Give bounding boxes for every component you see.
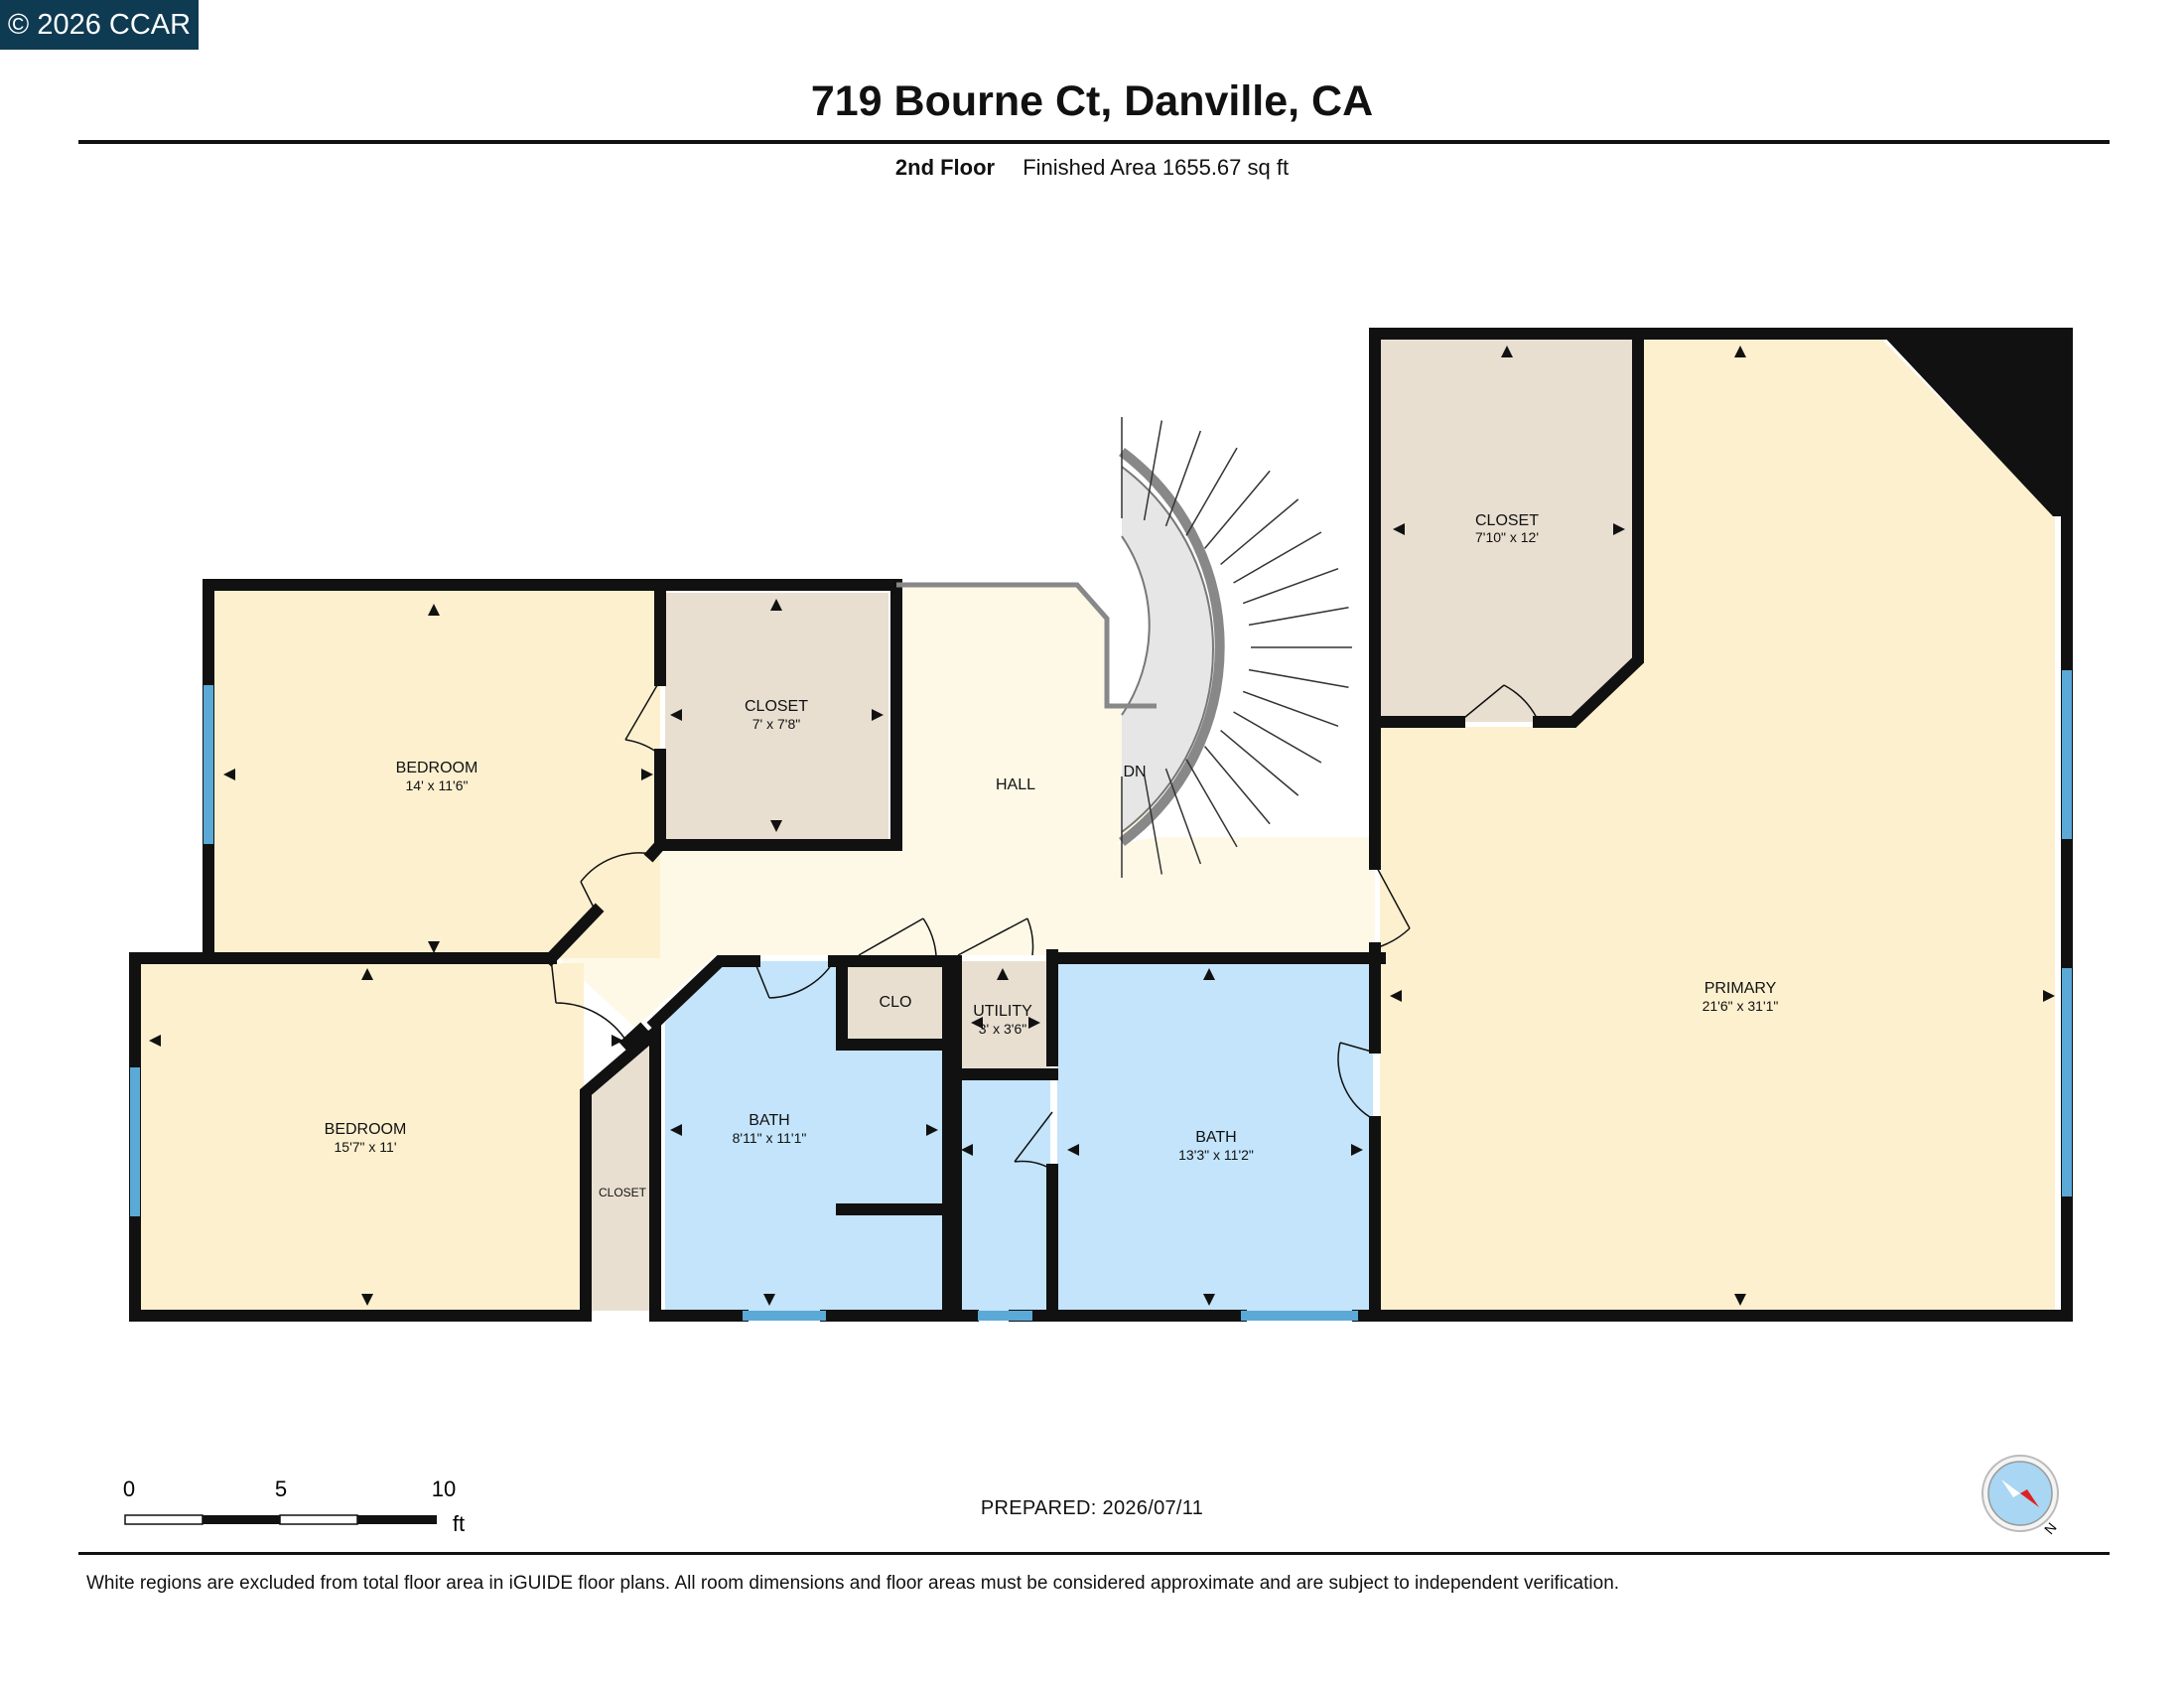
closet-primary-dims: 7'10" x 12': [1475, 529, 1539, 545]
page-title: 719 Bourne Ct, Danville, CA: [810, 77, 1374, 125]
dimension-arrows: [149, 346, 2055, 1306]
disclaimer: White regions are excluded from total fl…: [86, 1573, 1620, 1594]
windows: [130, 670, 2072, 1321]
closet-primary-floor: [1380, 339, 1633, 722]
closet-small-name: CLOSET: [599, 1186, 647, 1199]
clo-name: CLO: [880, 994, 912, 1011]
spiral-stairs: [1119, 417, 1352, 878]
stair-tread: [1164, 430, 1202, 527]
stair-tread: [1220, 498, 1299, 566]
hall-floor: [556, 585, 1375, 1028]
floor-name: 2nd Floor: [894, 155, 996, 180]
stair-tread: [1242, 690, 1339, 728]
primary-name: PRIMARY: [1705, 980, 1777, 997]
closet-primary-name: CLOSET: [1475, 512, 1539, 529]
copyright-badge: © 2026 CCAR: [0, 0, 199, 50]
bedroom-bottom-name: BEDROOM: [325, 1121, 407, 1138]
stair-tread: [1233, 711, 1322, 764]
stair-tread: [1203, 746, 1271, 825]
closet-small-floor: [586, 1033, 655, 1311]
prepared-date: PREPARED: 2026/07/11: [980, 1497, 1204, 1519]
scale-bar: 0 5 10 ft: [123, 1477, 465, 1534]
floor-subtitle: 2nd Floor Finished Area 1655.67 sq ft: [0, 155, 2184, 181]
stair-tread: [1220, 729, 1299, 796]
bath-right-floor: [1057, 961, 1373, 1311]
stair-tread: [1185, 447, 1238, 536]
utility-name: UTILITY: [973, 1003, 1032, 1020]
room-fills: [137, 334, 2067, 1311]
scale-unit: ft: [453, 1511, 465, 1534]
hall-rail: [896, 582, 1157, 709]
bedroom-top-floor: [208, 591, 660, 958]
stair-tread: [1248, 606, 1349, 627]
primary-dims: 21'6" x 31'1": [1703, 998, 1779, 1014]
hall-name: HALL: [996, 776, 1035, 793]
stair-tread: [1164, 768, 1202, 865]
scale-tick-0: 0: [123, 1477, 135, 1501]
utility-corridor-floor: [956, 1080, 1050, 1311]
stair-tread: [1233, 531, 1322, 584]
closet-top-dims: 7' x 7'8": [752, 716, 800, 732]
bath-left-name: BATH: [749, 1112, 789, 1129]
footer-divider: [78, 1552, 2110, 1555]
compass-icon: N: [1981, 1455, 2060, 1537]
utility-dims: 3' x 3'6": [979, 1021, 1026, 1037]
stair-tread: [1143, 420, 1163, 521]
closet-top-name: CLOSET: [745, 698, 808, 715]
bath-right-dims: 13'3" x 11'2": [1178, 1147, 1254, 1163]
stair-tread: [1248, 668, 1349, 689]
stair-tread: [1242, 567, 1339, 605]
clo-floor: [842, 961, 945, 1043]
stair-treads: [1121, 417, 1352, 878]
title-divider: [78, 140, 2110, 144]
stair-tread: [1143, 774, 1163, 875]
bedroom-top-name: BEDROOM: [396, 760, 478, 776]
bath-right-name: BATH: [1195, 1129, 1236, 1146]
stairs-down-label: DN: [1123, 764, 1146, 780]
bath-left-dims: 8'11" x 11'1": [733, 1130, 807, 1146]
scale-tick-10: 10: [432, 1477, 456, 1501]
closet-top-floor: [665, 593, 888, 839]
finished-area: Finished Area 1655.67 sq ft: [1023, 155, 1290, 180]
stair-tread: [1185, 759, 1238, 848]
stair-tread: [1203, 470, 1271, 549]
scale-tick-5: 5: [275, 1477, 287, 1501]
primary-floor: [1380, 339, 2055, 1311]
bedroom-bottom-floor: [137, 963, 584, 1311]
doors: [550, 679, 1540, 1171]
bedroom-top-dims: 14' x 11'6": [406, 777, 469, 793]
primary-corner-void: [1881, 334, 2067, 516]
bedroom-bottom-dims: 15'7" x 11': [335, 1139, 397, 1155]
